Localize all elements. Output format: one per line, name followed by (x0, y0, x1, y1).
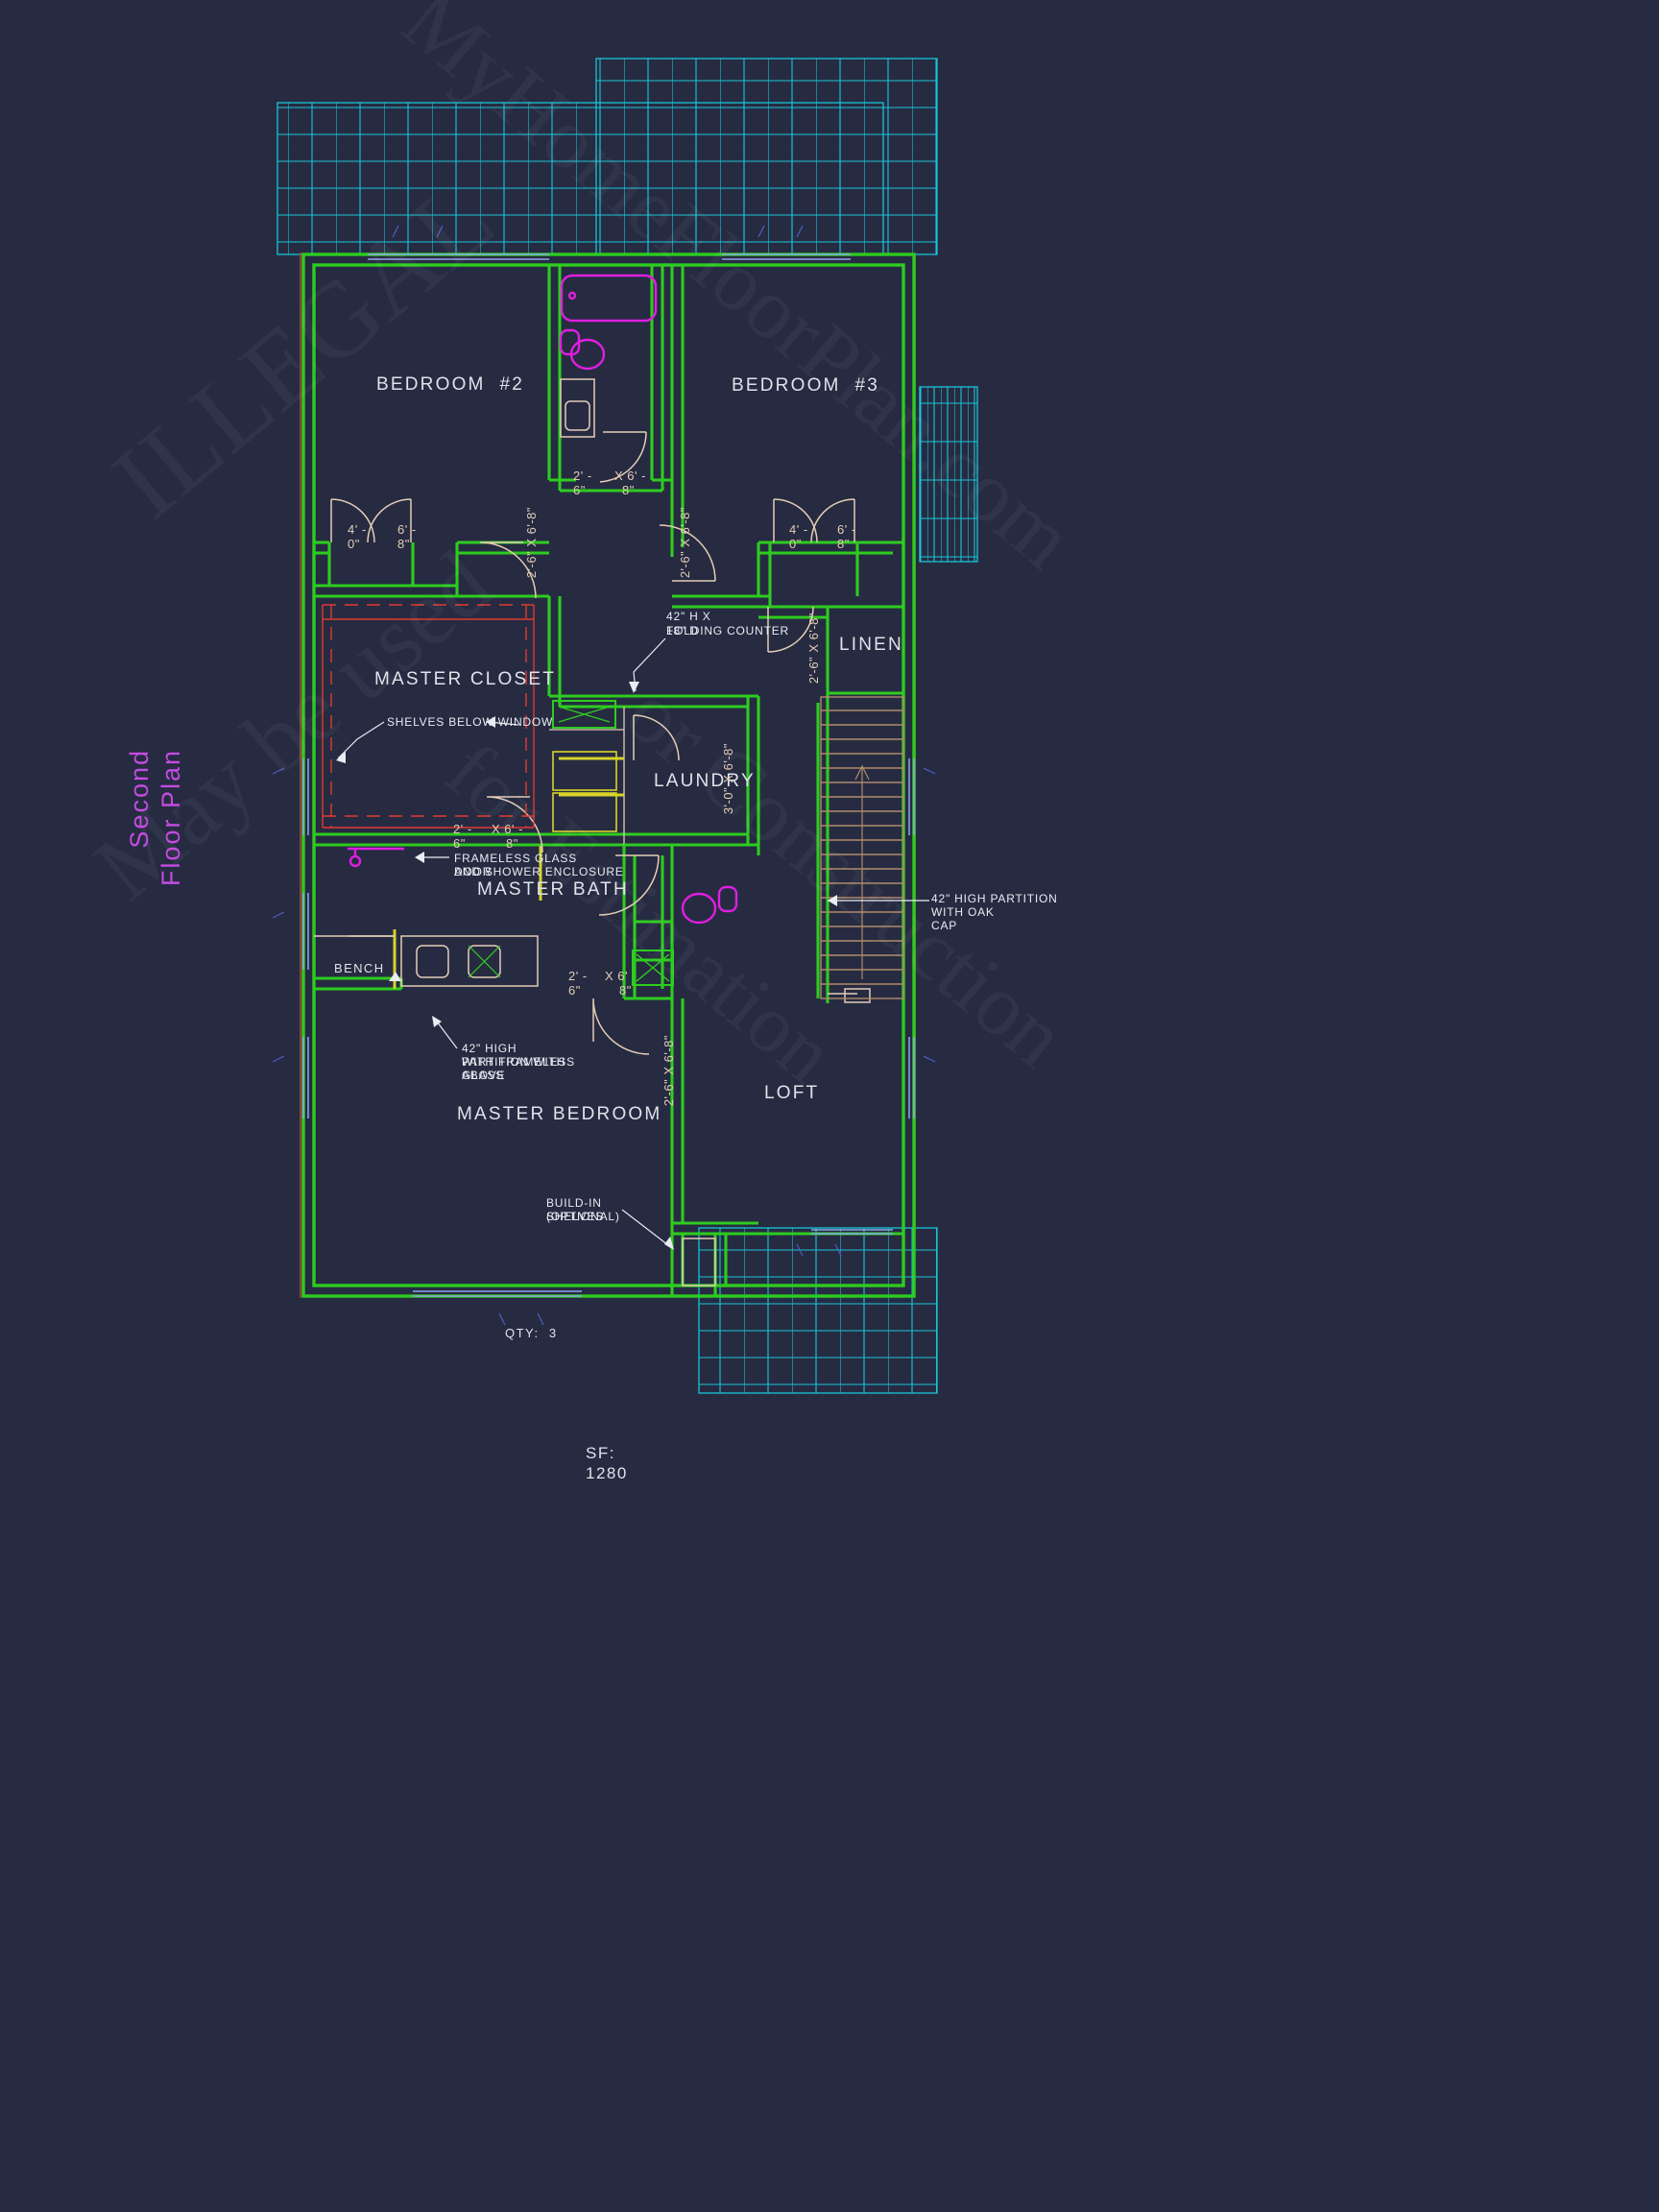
room-label-linen: LINEN (839, 635, 903, 655)
dim-bath2-door-ft: 2' - (573, 469, 592, 483)
room-label-master-bath: MASTER BATH (477, 879, 629, 900)
dim-bed2-closet-h-ft: 6' - (397, 522, 417, 537)
dim-bed2-closet-h-in: 8" (397, 537, 410, 551)
note-partition-oak-cap-line3: CAP (931, 919, 958, 932)
note-frameless-glass-line2: AND SHOWER ENCLOSURE (454, 865, 624, 878)
note-leaders (337, 637, 929, 1249)
room-label-bench: BENCH (334, 961, 385, 975)
note-arrowheads (336, 682, 837, 1250)
dim-masterbath-door-h-ft: X 6' - (492, 822, 523, 836)
note-partition-frameless-line2: ABOVE (462, 1069, 506, 1082)
dim-linen-door: 2'-6" X 6'-8" (806, 613, 821, 685)
dim-bath2-door-h-ft: X 6' - (614, 469, 646, 483)
dim-bed3-closet-in: 0" (789, 537, 802, 551)
dim-bath2-door-h-in: 8" (622, 483, 635, 497)
sheet-title-line1: Second (125, 749, 154, 849)
dim-bed3-closet-h-in: 8" (837, 537, 850, 551)
red-reference-lines (300, 252, 916, 1298)
dim-masterbath-door-in: 6" (453, 836, 466, 851)
brick-hatch-top (276, 58, 938, 255)
note-folding-counter-line1: 42" H X (666, 610, 711, 623)
dim-wc-door-h-in: 8" (619, 983, 632, 998)
brick-hatch-right (919, 386, 978, 563)
area-label: SF: (586, 1444, 615, 1462)
dim-masterbath-door-ft: 2' - (453, 822, 472, 836)
note-partition-oak-cap-line1: 42" HIGH PARTITION (931, 892, 1058, 905)
dim-bed3-closet-h-ft: 6' - (837, 522, 856, 537)
dim-laundry-door: 3'-0" X 6'-8" (721, 743, 735, 815)
note-partition-glass-line1: 42" HIGH (462, 1042, 517, 1055)
window-dimension-ticks (272, 225, 936, 1326)
door-swings (330, 431, 855, 1055)
note-build-in-shelves-line1: BUILD-IN (546, 1196, 602, 1210)
note-partition-glass-line2: PARTITION WITH (462, 1055, 566, 1069)
dim-wc-door-h-ft: X 6' (605, 969, 628, 983)
dim-loft-door: 2'-6" X 6'-8" (661, 1035, 676, 1107)
dim-bed3-closet-ft: 4' - (789, 522, 808, 537)
room-label-master-closet: MASTER CLOSET (374, 669, 557, 689)
qty-label: QTY: 3 (505, 1326, 558, 1340)
cabinetry (314, 378, 871, 1286)
note-folding-counter-line2: FOLDING COUNTER (666, 624, 790, 637)
dim-bed2-entry-door: 2'-6" X 6'-8" (524, 507, 539, 579)
note-partition-glass-line3: GLASS (462, 1069, 505, 1082)
dim-masterbath-door-h-in: 8" (506, 836, 518, 851)
dim-wc-door-ft: 2' - (568, 969, 588, 983)
note-build-in-shelves-optional: (OPTIONAL) (546, 1210, 620, 1223)
note-partition-oak-cap-line2: WITH OAK (931, 905, 995, 919)
closet-shelving (322, 604, 535, 829)
dim-wc-door-in: 6" (568, 983, 581, 998)
area-value: 1280 (586, 1464, 628, 1482)
room-label-laundry: LAUNDRY (654, 771, 756, 791)
room-label-loft: LOFT (764, 1083, 820, 1103)
dim-bed2-closet-ft: 4' - (348, 522, 367, 537)
plumbing-fixtures (348, 274, 738, 925)
sheet-title-line2: Floor Plan (156, 749, 185, 887)
interior-walls (314, 265, 903, 1296)
room-label-master-bedroom: MASTER BEDROOM (457, 1104, 662, 1124)
note-partition-frameless-line1: WITH FRAMELESS (462, 1055, 575, 1069)
dim-bed3-entry-door: 2'-6" X 6'-8" (678, 507, 692, 579)
room-label-bedroom-2: BEDROOM #2 (376, 374, 525, 395)
dim-bath2-door-in: 6" (573, 483, 586, 497)
note-folding-counter-depth: 18" D (666, 624, 699, 637)
brick-hatch-bottom (698, 1227, 938, 1394)
note-frameless-glass-door: DOOR (454, 865, 493, 878)
exterior-walls (301, 252, 916, 1298)
note-frameless-glass-line1: FRAMELESS GLASS (454, 852, 578, 865)
note-shelves-below-window: SHELVES BELOW WINDOW (387, 715, 554, 729)
laundry-appliances (552, 700, 674, 986)
staircase (820, 696, 904, 999)
note-build-in-shelves-line2: SHELVES (546, 1210, 605, 1223)
room-label-bedroom-3: BEDROOM #3 (732, 375, 880, 396)
dim-bed2-closet-in: 0" (348, 537, 360, 551)
windows (302, 253, 915, 1297)
